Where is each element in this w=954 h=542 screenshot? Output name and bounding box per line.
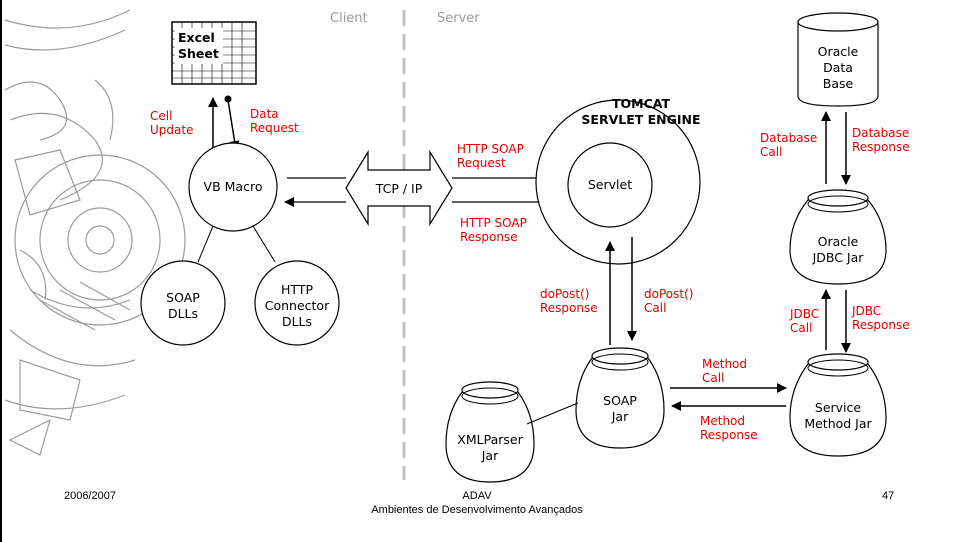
service-method-jar-label-1: Service: [815, 400, 862, 415]
vb-macro-label: VB Macro: [204, 179, 263, 194]
database-call-label-2: Call: [760, 145, 782, 159]
oracle-db-label-1: Oracle: [818, 44, 859, 59]
xmlparser-jar-label-2: Jar: [481, 448, 499, 463]
soap-dlls-label-1: SOAP: [166, 290, 200, 305]
dopost-call-label-2: Call: [644, 301, 666, 315]
service-method-jar-node: [789, 353, 887, 457]
tomcat-label-1: TOMCAT: [612, 96, 670, 111]
tcp-ip-channel: [345, 149, 453, 227]
soap-jar-label-1: SOAP: [603, 393, 637, 408]
data-request-arrow: [227, 99, 240, 151]
oracle-jdbc-jar-label-1: Oracle: [818, 234, 859, 249]
http-connector-label-2: Connector: [265, 298, 330, 313]
excel-sheet-icon: Excel Sheet: [171, 21, 257, 85]
xmlparser-jar-node: [445, 381, 535, 483]
http-soap-response-label-2: Response: [460, 230, 518, 244]
tcp-ip-label: TCP / IP: [375, 181, 423, 196]
http-soap-request-label-2: Request: [457, 156, 506, 170]
soap-dlls-label-2: DLLs: [168, 306, 198, 321]
dopost-response-label-1: doPost(): [540, 287, 589, 301]
oracle-db-label-3: Base: [823, 76, 854, 91]
http-soap-request-label-1: HTTP SOAP: [457, 142, 524, 156]
data-request-label-1: Data: [250, 107, 279, 121]
server-zone-label: Server: [437, 11, 480, 26]
soap-jar-label-2: Jar: [611, 409, 629, 424]
jdbc-response-label-1: JDBC: [851, 304, 881, 318]
http-connector-label-1: HTTP: [281, 282, 313, 297]
servlet-label: Servlet: [588, 177, 632, 192]
excel-label-line1: Excel: [178, 30, 215, 45]
footer-page-number: 47: [882, 490, 895, 502]
cell-update-label-1: Cell: [150, 109, 172, 123]
http-connector-node: [254, 260, 340, 346]
method-response-label-1: Method: [700, 414, 745, 428]
xmlparser-jar-label-1: XMLParser: [457, 432, 523, 447]
footer-course-code: ADAV: [462, 490, 492, 502]
decorative-gear-graphic: [4, 9, 186, 456]
soap-jar-node: [575, 347, 665, 449]
service-method-jar-label-2: Method Jar: [804, 416, 872, 431]
oracle-database-node: [797, 12, 879, 107]
cell-update-label-2: Update: [150, 123, 193, 137]
client-zone-label: Client: [330, 11, 368, 26]
jdbc-call-label-1: JDBC: [789, 307, 819, 321]
oracle-jdbc-jar-label-2: JDBC Jar: [812, 250, 865, 265]
database-response-label-2: Response: [852, 140, 910, 154]
footer-date: 2006/2007: [64, 490, 116, 502]
http-connector-label-3: DLLs: [282, 314, 312, 329]
servlet-node: [567, 142, 653, 228]
data-request-label-2: Request: [250, 121, 299, 135]
footer-course-name: Ambientes de Desenvolvimento Avançados: [371, 504, 583, 516]
excel-label-line2: Sheet: [178, 46, 219, 61]
method-call-label-1: Method: [702, 357, 747, 371]
method-response-label-2: Response: [700, 428, 758, 442]
vb-http-connector: [252, 225, 276, 263]
dopost-response-label-2: Response: [540, 301, 598, 315]
vb-soap-connector: [197, 225, 214, 263]
database-response-label-1: Database: [852, 126, 909, 140]
oracle-db-label-2: Data: [823, 60, 853, 75]
soap-dlls-node: [140, 260, 226, 346]
dopost-call-label-1: doPost(): [644, 287, 693, 301]
method-call-label-2: Call: [702, 371, 724, 385]
tomcat-label-2: SERVLET ENGINE: [581, 112, 700, 127]
jdbc-call-label-2: Call: [790, 321, 812, 335]
oracle-jdbc-jar-node: [789, 189, 887, 285]
jdbc-response-label-2: Response: [852, 318, 910, 332]
http-soap-response-label-1: HTTP SOAP: [460, 216, 527, 230]
vb-macro-node: [188, 142, 278, 232]
data-request-dot: [224, 95, 232, 103]
database-call-label-1: Database: [760, 131, 817, 145]
soap-xmlparser-connector: [526, 402, 579, 425]
